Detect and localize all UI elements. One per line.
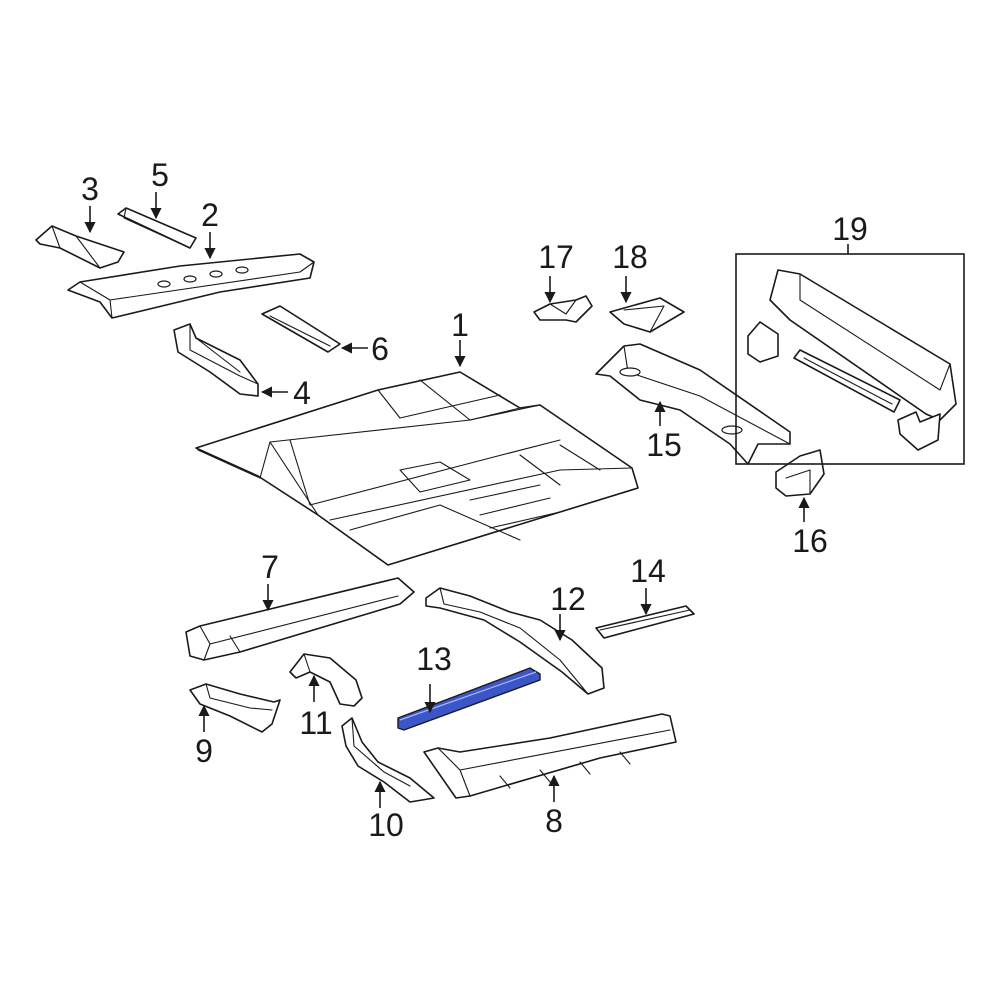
- callout-2: 2: [201, 197, 219, 233]
- callout-1: 1: [451, 307, 469, 343]
- part-8-rocker-right[interactable]: [423, 713, 677, 799]
- part-2-front-crossmember[interactable]: [67, 253, 315, 319]
- callout-4: 4: [293, 375, 311, 411]
- callout-12: 12: [550, 581, 586, 617]
- callout-10: 10: [368, 807, 404, 843]
- part-6-reinforcement[interactable]: [261, 305, 341, 353]
- part-7-rocker-left[interactable]: [185, 577, 415, 661]
- part-16-bracket[interactable]: [775, 449, 825, 497]
- callout-9: 9: [195, 733, 213, 769]
- part-19-assembly-box[interactable]: [735, 253, 965, 465]
- callout-13: 13: [416, 641, 452, 677]
- part-1-floor-pan[interactable]: [195, 371, 639, 566]
- part-13-highlighted-rail[interactable]: [397, 667, 541, 731]
- callout-19: 19: [832, 211, 868, 247]
- part-11-bracket[interactable]: [289, 653, 363, 707]
- part-4-extension[interactable]: [173, 323, 259, 397]
- callout-8: 8: [545, 803, 563, 839]
- part-9-bracket[interactable]: [189, 683, 281, 733]
- callout-7: 7: [261, 549, 279, 585]
- callout-17: 17: [538, 239, 574, 275]
- callout-5: 5: [151, 157, 169, 193]
- callout-6: 6: [371, 331, 389, 367]
- callout-11: 11: [299, 705, 332, 741]
- part-18-plate[interactable]: [609, 297, 685, 333]
- part-17-bracket[interactable]: [533, 295, 593, 323]
- part-10-bracket[interactable]: [341, 717, 435, 803]
- callout-16: 16: [792, 523, 828, 559]
- part-5-reinforcement[interactable]: [117, 207, 197, 249]
- leader-lines: [84, 192, 849, 808]
- part-12-side-member[interactable]: [425, 587, 605, 695]
- part-14-reinforcement[interactable]: [595, 605, 695, 639]
- callout-18: 18: [612, 239, 648, 275]
- callout-15: 15: [646, 427, 682, 463]
- callout-3: 3: [81, 171, 99, 207]
- callout-labels: 1 2 3 4 5 6 7 8 9 10 11 12 13 14 15 16 1…: [81, 157, 868, 843]
- callout-14: 14: [630, 553, 666, 589]
- part-3-bracket[interactable]: [35, 225, 125, 269]
- part-15-rear-crossmember[interactable]: [595, 343, 791, 465]
